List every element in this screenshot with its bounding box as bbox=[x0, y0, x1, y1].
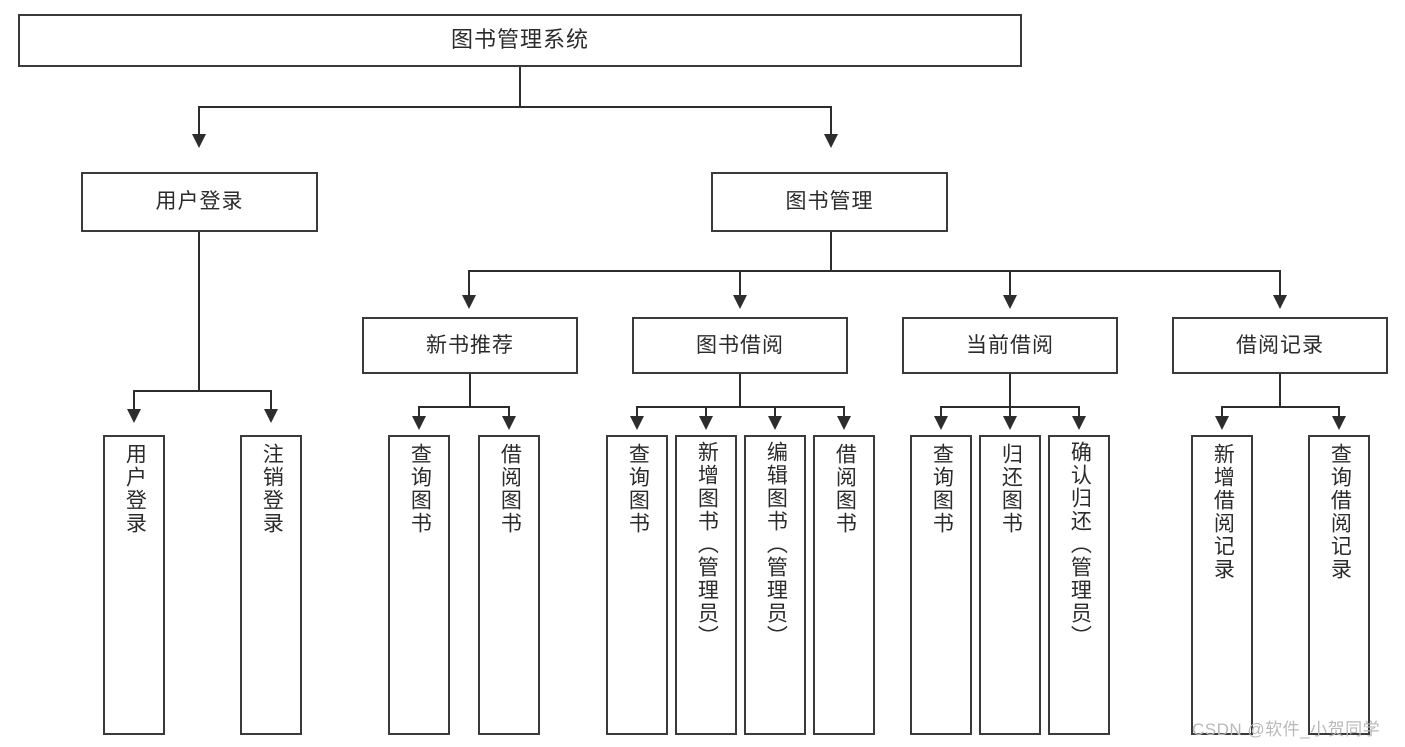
csdn-watermark: CSDN @软件_小贺同学 bbox=[1192, 720, 1381, 739]
connector-borrow-record-stem bbox=[1279, 374, 1281, 408]
leaf-label: 查询图书 bbox=[930, 443, 954, 535]
connector-bb-drop-1 bbox=[636, 406, 638, 418]
leaf-borrow-book[interactable]: 借阅图书 bbox=[813, 435, 875, 735]
leaf-add-borrow-record[interactable]: 新增借阅记录 bbox=[1191, 435, 1253, 735]
connector-root-bus bbox=[198, 106, 831, 108]
arrow-bb-leaf-1 bbox=[630, 416, 644, 430]
connector-book-manage-drop-1 bbox=[468, 270, 470, 298]
arrow-cb-leaf-1 bbox=[934, 416, 948, 430]
connector-nbr-drop-2 bbox=[508, 406, 510, 418]
connector-user-login-drop-2 bbox=[270, 390, 272, 412]
leaf-label: 查询图书 bbox=[626, 443, 650, 535]
connector-book-manage-drop-3 bbox=[1009, 270, 1011, 298]
connector-borrow-record-bus bbox=[1221, 406, 1338, 408]
arrow-book-manage-to-borrow-record bbox=[1273, 295, 1287, 309]
arrow-book-manage-to-new-book-recommend bbox=[462, 295, 476, 309]
arrow-nbr-leaf-1 bbox=[412, 416, 426, 430]
arrow-cb-leaf-2 bbox=[1003, 416, 1017, 430]
node-book-manage[interactable]: 图书管理 bbox=[711, 172, 948, 232]
arrow-bb-leaf-3 bbox=[768, 416, 782, 430]
leaf-label: 借阅图书 bbox=[498, 443, 522, 535]
connector-new-book-recommend-bus bbox=[418, 406, 510, 408]
connector-user-login-drop-1 bbox=[133, 390, 135, 412]
arrow-user-login-leaf-1 bbox=[127, 409, 141, 423]
leaf-return-book[interactable]: 归还图书 bbox=[979, 435, 1041, 735]
leaf-label: 新增借阅记录 bbox=[1211, 443, 1235, 581]
node-root-system[interactable]: 图书管理系统 bbox=[18, 14, 1022, 67]
connector-cb-drop-3 bbox=[1078, 406, 1080, 418]
leaf-label: 新增图书（管理员） bbox=[695, 441, 719, 648]
arrow-cb-leaf-3 bbox=[1072, 416, 1086, 430]
connector-br-drop-1 bbox=[1221, 406, 1223, 418]
node-label: 当前借阅 bbox=[966, 333, 1054, 357]
connector-book-manage-stem bbox=[830, 232, 832, 272]
connector-user-login-bus bbox=[133, 390, 271, 392]
leaf-user-login[interactable]: 用户登录 bbox=[103, 435, 165, 735]
connector-book-manage-drop-2 bbox=[739, 270, 741, 298]
node-label: 图书借阅 bbox=[696, 333, 784, 357]
connector-current-borrow-stem bbox=[1009, 374, 1011, 408]
connector-br-drop-2 bbox=[1338, 406, 1340, 418]
node-label: 用户登录 bbox=[155, 190, 244, 214]
connector-root-to-user-login bbox=[198, 106, 200, 138]
leaf-label: 查询借阅记录 bbox=[1328, 443, 1352, 581]
leaf-edit-book[interactable]: 编辑图书（管理员） bbox=[744, 435, 806, 735]
leaf-borrow-book-recommend[interactable]: 借阅图书 bbox=[478, 435, 540, 735]
node-new-book-recommend[interactable]: 新书推荐 bbox=[362, 317, 578, 374]
node-label: 图书管理 bbox=[785, 190, 874, 214]
leaf-add-book[interactable]: 新增图书（管理员） bbox=[675, 435, 737, 735]
node-label: 新书推荐 bbox=[426, 333, 514, 357]
connector-cb-drop-1 bbox=[940, 406, 942, 418]
connector-bb-drop-3 bbox=[774, 406, 776, 418]
connector-root-to-book-manage bbox=[830, 106, 832, 138]
leaf-confirm-return[interactable]: 确认归还（管理员） bbox=[1048, 435, 1110, 735]
node-borrow-record[interactable]: 借阅记录 bbox=[1172, 317, 1388, 374]
node-current-borrow[interactable]: 当前借阅 bbox=[902, 317, 1118, 374]
arrow-bb-leaf-4 bbox=[837, 416, 851, 430]
leaf-query-book-borrow[interactable]: 查询图书 bbox=[606, 435, 668, 735]
connector-nbr-drop-1 bbox=[418, 406, 420, 418]
arrow-nbr-leaf-2 bbox=[502, 416, 516, 430]
connector-bb-drop-4 bbox=[843, 406, 845, 418]
leaf-query-book-current[interactable]: 查询图书 bbox=[910, 435, 972, 735]
node-label: 图书管理系统 bbox=[450, 27, 589, 53]
arrow-br-leaf-1 bbox=[1215, 416, 1229, 430]
connector-book-borrow-bus bbox=[636, 406, 844, 408]
arrow-root-to-book-manage bbox=[824, 134, 838, 148]
leaf-label: 注销登录 bbox=[260, 443, 284, 535]
arrow-book-manage-to-book-borrow bbox=[733, 295, 747, 309]
node-label: 借阅记录 bbox=[1236, 333, 1324, 357]
arrow-root-to-user-login bbox=[192, 134, 206, 148]
leaf-label: 归还图书 bbox=[999, 443, 1023, 535]
leaf-label: 借阅图书 bbox=[833, 443, 857, 535]
connector-user-login-stem bbox=[198, 232, 200, 392]
connector-new-book-recommend-stem bbox=[469, 374, 471, 408]
leaf-label: 编辑图书（管理员） bbox=[764, 441, 788, 648]
leaf-label: 查询图书 bbox=[408, 443, 432, 535]
leaf-user-logout[interactable]: 注销登录 bbox=[240, 435, 302, 735]
node-book-borrow[interactable]: 图书借阅 bbox=[632, 317, 848, 374]
leaf-label: 用户登录 bbox=[123, 443, 147, 535]
connector-book-manage-bus bbox=[468, 270, 1280, 272]
leaf-query-borrow-record[interactable]: 查询借阅记录 bbox=[1308, 435, 1370, 735]
leaf-label: 确认归还（管理员） bbox=[1068, 441, 1092, 648]
connector-book-borrow-stem bbox=[739, 374, 741, 408]
arrow-bb-leaf-2 bbox=[699, 416, 713, 430]
connector-cb-drop-2 bbox=[1009, 406, 1011, 418]
arrow-book-manage-to-current-borrow bbox=[1003, 295, 1017, 309]
connector-bb-drop-2 bbox=[705, 406, 707, 418]
connector-book-manage-drop-4 bbox=[1279, 270, 1281, 298]
connector-root-stem bbox=[519, 67, 521, 108]
arrow-br-leaf-2 bbox=[1332, 416, 1346, 430]
node-user-login[interactable]: 用户登录 bbox=[81, 172, 318, 232]
leaf-query-book-recommend[interactable]: 查询图书 bbox=[388, 435, 450, 735]
arrow-user-login-leaf-2 bbox=[264, 409, 278, 423]
